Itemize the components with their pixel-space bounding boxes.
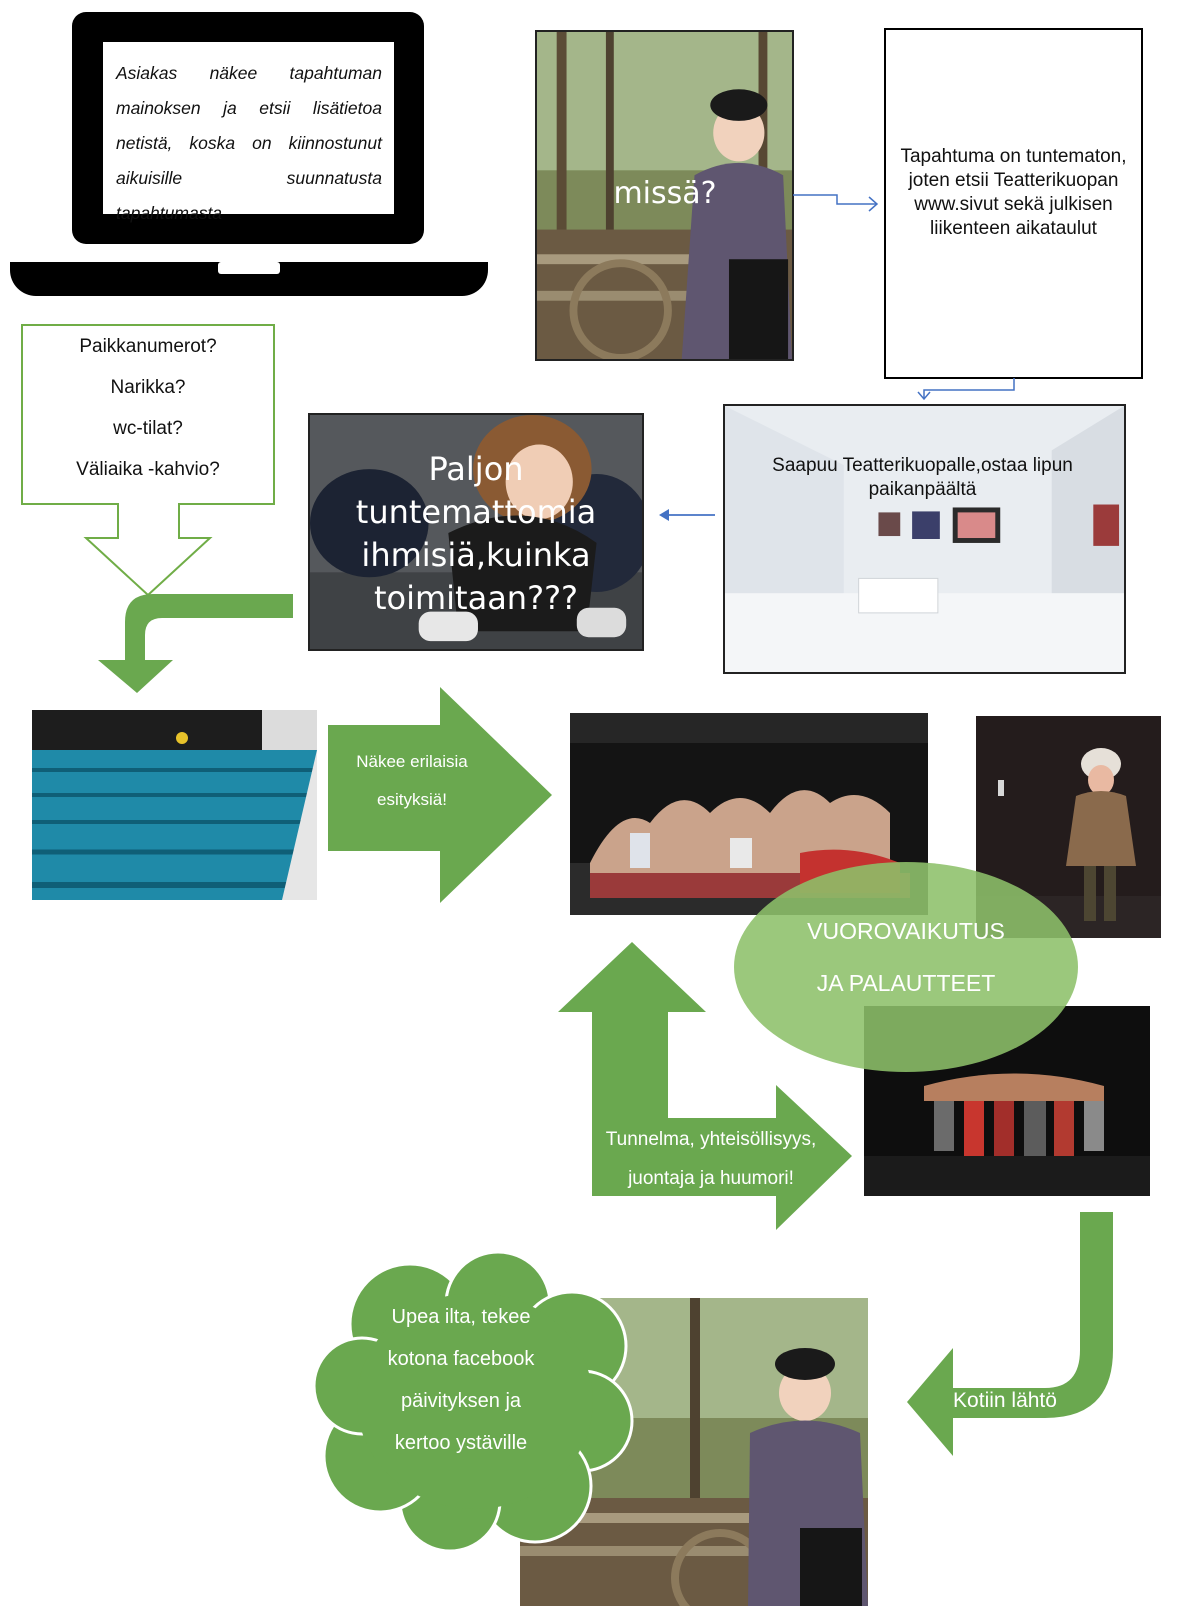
arrow-shows-line-1: Näkee erilaisia xyxy=(356,752,468,771)
laptop-screen-text: Asiakas näkee tapahtuman mainoksen ja et… xyxy=(116,63,382,223)
cloud-callout xyxy=(310,1246,640,1554)
questions-callout xyxy=(20,323,276,598)
photo-woman-top xyxy=(535,30,794,361)
connector-arrow-left xyxy=(655,506,717,524)
loop-arrow xyxy=(556,940,854,1232)
questions-line-1: Paikkanumerot? xyxy=(79,336,217,357)
home-arrow-label: Kotiin lähtö xyxy=(953,1389,1057,1412)
interaction-line-2: JA PALAUTTEET xyxy=(816,970,996,996)
connector-arrow-down xyxy=(912,378,1022,402)
search-info-box: Tapahtuma on tuntematon, joten etsii Tea… xyxy=(884,28,1143,379)
photo-woman-top-caption: missä? xyxy=(613,176,717,211)
photo-seats xyxy=(32,710,317,900)
cloud-line-2: kotona facebook xyxy=(387,1348,535,1370)
laptop-screen: Asiakas näkee tapahtuman mainoksen ja et… xyxy=(103,42,394,223)
connector-arrow-right xyxy=(793,188,885,218)
photo-crowd-caption: Paljon tuntemattomia ihmisiä,kuinka toim… xyxy=(355,450,597,617)
loop-arrow-line-2: juontaja ja huumori! xyxy=(628,1168,794,1189)
cloud-line-3: päivityksen ja xyxy=(400,1390,522,1412)
photo-crowd xyxy=(308,413,644,651)
loop-arrow-line-1: Tunnelma, yhteisöllisyys, xyxy=(605,1129,817,1150)
interaction-ellipse xyxy=(732,860,1080,1075)
photo-gallery xyxy=(723,404,1126,674)
cloud-line-1: Upea ilta, tekee xyxy=(391,1306,531,1328)
home-arrow xyxy=(905,1210,1117,1458)
cloud-line-4: kertoo ystäville xyxy=(394,1432,528,1454)
photo-gallery-caption: Saapuu Teatterikuopalle,ostaa lipun paik… xyxy=(772,455,1073,500)
arrow-shows-line-2: esityksiä! xyxy=(377,790,447,809)
arrow-shows xyxy=(326,685,554,905)
questions-line-3: wc-tilat? xyxy=(113,418,183,439)
bent-arrow-to-seats xyxy=(85,590,295,695)
search-info-text: Tapahtuma on tuntematon, joten etsii Tea… xyxy=(900,146,1127,239)
interaction-line-1: VUOROVAIKUTUS xyxy=(807,918,1005,944)
questions-line-4: Väliaika -kahvio? xyxy=(76,459,220,480)
questions-line-2: Narikka? xyxy=(110,377,186,398)
